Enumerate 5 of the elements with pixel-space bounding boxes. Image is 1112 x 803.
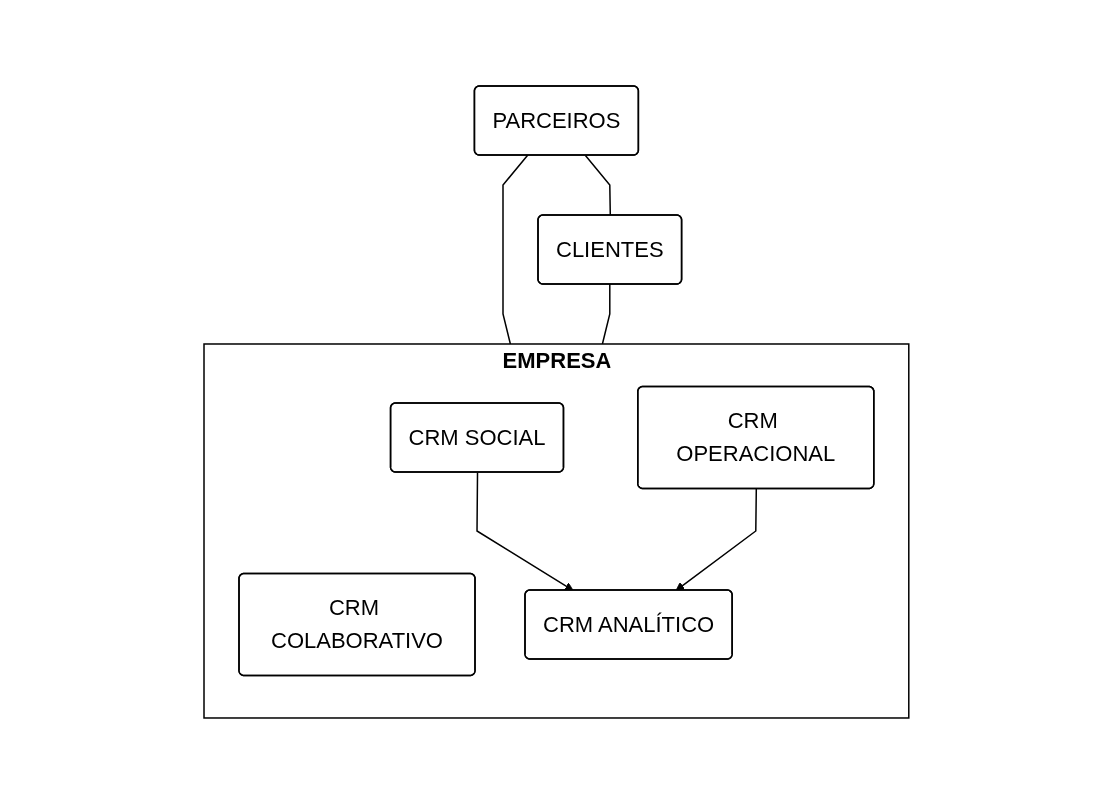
connector xyxy=(584,154,611,216)
connector xyxy=(501,153,529,345)
arrow xyxy=(675,487,757,591)
connector xyxy=(601,282,611,345)
arrow xyxy=(475,471,574,591)
